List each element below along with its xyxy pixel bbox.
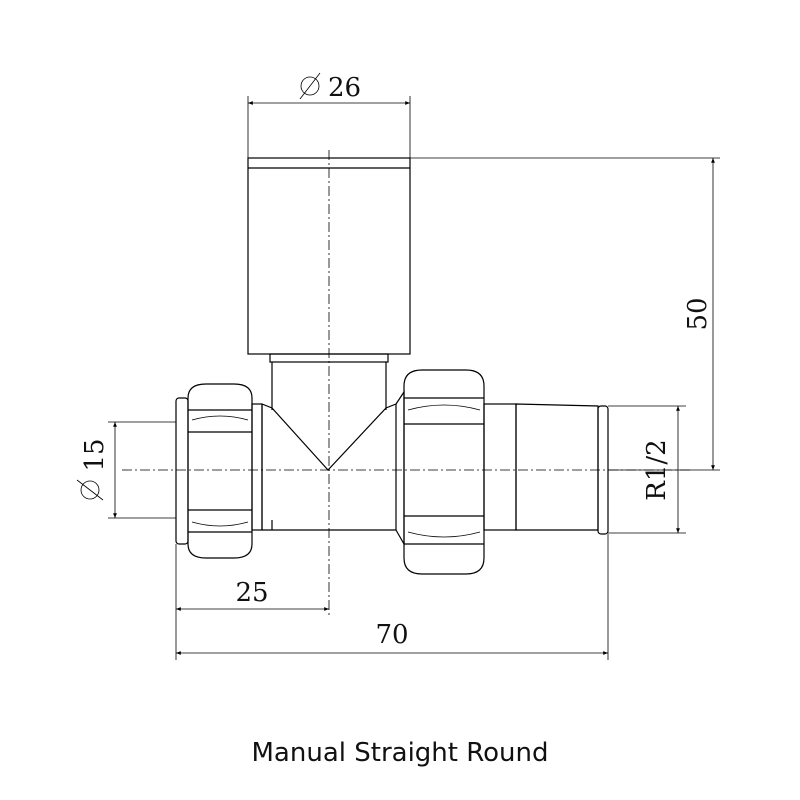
threaded-tail xyxy=(483,403,609,535)
diameter-symbol-icon xyxy=(76,479,104,501)
overall-length-label: 70 xyxy=(375,620,408,650)
dimension-overall-length: 70 xyxy=(176,534,609,660)
dimension-thread: R1/2 xyxy=(608,405,686,534)
pipe-diameter-label: 15 xyxy=(80,438,110,471)
center-lines xyxy=(122,150,690,616)
drawing-caption: Manual Straight Round xyxy=(251,738,549,768)
left-compression-nut xyxy=(175,383,263,559)
height-label: 50 xyxy=(683,297,713,330)
dimension-pipe-diameter: 15 xyxy=(76,421,176,519)
dimension-handle-diameter: 26 xyxy=(247,72,411,158)
right-union-nut xyxy=(395,369,485,575)
thread-label: R1/2 xyxy=(642,439,672,500)
handle-diameter-label: 26 xyxy=(328,73,361,103)
center-offset-label: 25 xyxy=(235,578,268,608)
diameter-symbol-icon xyxy=(299,72,321,100)
dimension-height: 50 xyxy=(410,157,720,471)
dimension-center-offset: 25 xyxy=(175,544,330,660)
